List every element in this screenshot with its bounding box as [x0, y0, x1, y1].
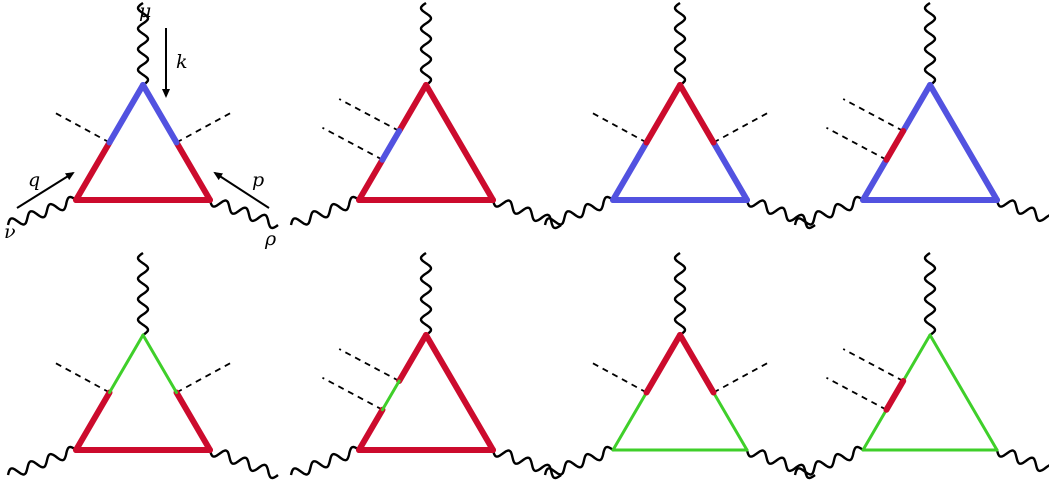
photon-right	[995, 449, 1049, 473]
diagram-3	[543, 2, 816, 230]
photon-right	[208, 199, 279, 230]
propagator-right-upper	[677, 82, 717, 146]
diagram-2	[289, 2, 562, 230]
photon-top	[673, 2, 687, 86]
photon-right	[491, 449, 562, 480]
photon-top	[136, 2, 150, 86]
propagator-left-lower	[611, 391, 648, 452]
label-p: p	[252, 169, 264, 191]
scalar-line-right	[713, 361, 769, 394]
propagator-left-upper	[900, 82, 933, 134]
photon-right	[745, 449, 816, 480]
propagator-left-upper	[643, 82, 683, 146]
diagram-6	[289, 252, 562, 480]
propagator-left-upper	[643, 332, 683, 396]
scalar-line-lower	[826, 376, 887, 411]
photon-left	[543, 445, 614, 476]
propagator-left-lower	[73, 389, 113, 453]
photon-left	[289, 195, 360, 226]
scalar-line-lower	[322, 126, 383, 161]
diagram-8	[793, 252, 1049, 476]
photon-right	[995, 199, 1049, 223]
propagator-left-upper	[108, 333, 145, 394]
diagram-1-annotations: μ k q p ν ρ	[4, 0, 277, 250]
scalar-line-lower	[826, 126, 887, 161]
scalar-line-upper	[338, 98, 400, 132]
scalar-line-lower	[322, 376, 383, 411]
propagator-right-lower	[173, 139, 213, 203]
photon-left	[289, 445, 360, 476]
propagator-left-upper	[396, 332, 429, 384]
diagram-7	[543, 252, 816, 480]
scalar-line-right	[176, 361, 232, 394]
photon-top	[136, 252, 150, 336]
photon-left	[793, 195, 864, 226]
propagator-left-lower	[861, 408, 888, 452]
scalar-line-right	[176, 111, 232, 144]
propagator-right	[928, 333, 999, 452]
label-nu: ν	[4, 221, 16, 243]
propagator-left-upper	[106, 82, 146, 146]
scalar-line-upper	[842, 348, 904, 382]
propagator-left-middle	[883, 378, 907, 413]
label-q: q	[28, 169, 40, 191]
scalar-line-left	[591, 111, 647, 144]
propagator-right	[423, 332, 496, 453]
propagator-right-upper	[140, 82, 180, 146]
propagator-left-lower	[860, 156, 890, 203]
photon-left	[793, 445, 864, 476]
propagator-left-lower	[356, 156, 386, 203]
photon-right	[491, 199, 562, 230]
propagator-left-lower	[73, 139, 113, 203]
scalar-line-upper	[842, 98, 904, 132]
photon-left	[6, 195, 77, 226]
photon-right	[208, 449, 279, 480]
photon-top	[419, 252, 433, 336]
propagator-left-lower	[610, 139, 650, 203]
propagator-left-middle	[380, 379, 401, 412]
diagram-5	[6, 252, 279, 480]
propagator-right	[423, 82, 496, 203]
photon-top	[923, 252, 937, 336]
scalar-line-upper	[338, 348, 400, 382]
propagator-right-lower	[712, 391, 749, 452]
propagator-right-lower	[710, 139, 750, 203]
photon-top	[923, 2, 937, 86]
photon-left	[6, 445, 77, 476]
propagator-left-middle	[883, 128, 907, 163]
propagator-right-upper	[141, 333, 178, 394]
photon-left	[543, 195, 614, 226]
propagator-left-lower	[356, 406, 386, 453]
scalar-line-left	[591, 361, 647, 394]
scalar-line-left	[54, 361, 110, 394]
diagram-1	[6, 2, 279, 230]
diagram-grid	[6, 2, 1049, 480]
propagator-right-upper	[677, 332, 717, 396]
label-k: k	[176, 51, 188, 73]
diagram-4	[793, 2, 1049, 226]
momentum-arrow-q	[16, 171, 75, 209]
photon-right	[745, 199, 816, 230]
scalar-line-left	[54, 111, 110, 144]
propagator-right-lower	[173, 389, 213, 453]
scalar-line-right	[713, 111, 769, 144]
propagator-left-upper	[901, 333, 932, 383]
label-rho: ρ	[264, 228, 277, 250]
propagator-left-upper	[396, 82, 429, 134]
photon-top	[673, 252, 687, 336]
label-mu: μ	[139, 0, 151, 22]
photon-top	[419, 2, 433, 86]
propagator-right	[927, 82, 1000, 203]
momentum-arrow-p	[213, 171, 270, 209]
propagator-left-middle	[379, 128, 403, 163]
